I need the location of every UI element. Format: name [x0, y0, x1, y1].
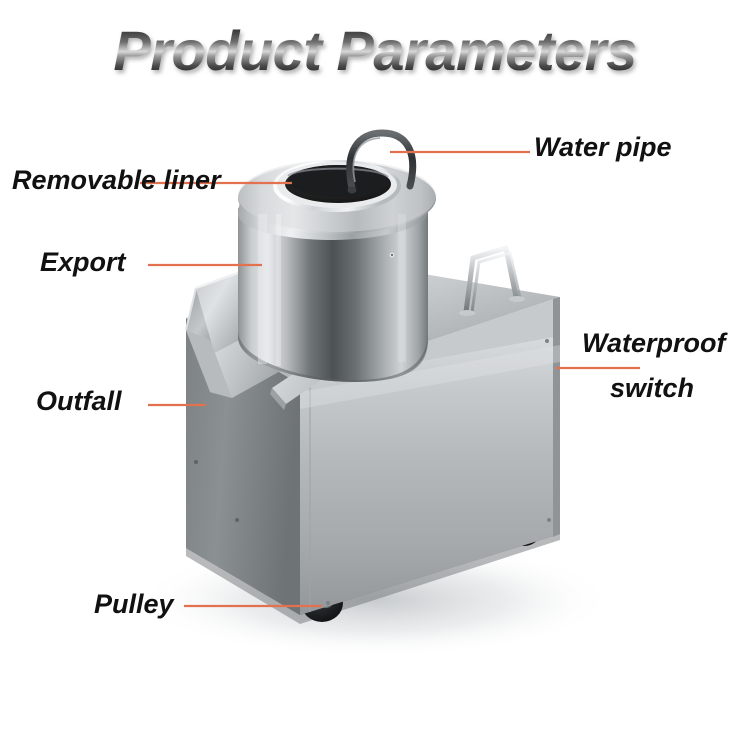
drum: [238, 160, 436, 382]
label-water-pipe: Water pipe: [534, 132, 672, 162]
label-waterproof-line1: Waterproof: [582, 328, 726, 358]
label-waterproof-switch: Waterproof switch: [582, 330, 726, 402]
label-pulley: Pulley: [94, 589, 174, 619]
lead-lines: [140, 150, 640, 608]
water-pipe-highlight: [352, 137, 381, 183]
label-outfall: Outfall: [36, 386, 122, 416]
cabinet-handle: [463, 245, 522, 315]
label-removable-liner: Removable liner: [12, 165, 221, 195]
water-pipe: [346, 129, 417, 192]
water-pipe-nozzle: [347, 186, 357, 194]
page-title: Product Parameters: [0, 21, 750, 81]
handle-base-left: [459, 310, 475, 316]
label-waterproof-line2: switch: [610, 373, 695, 403]
label-export: Export: [40, 247, 126, 277]
handle-base-right: [509, 296, 525, 302]
